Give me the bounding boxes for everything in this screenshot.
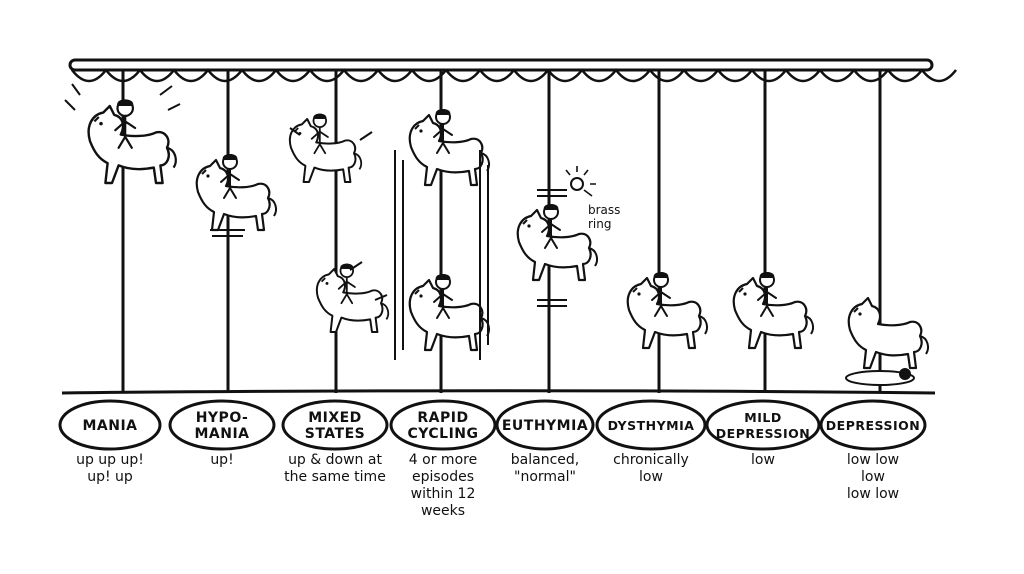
fallen-rider-figure	[845, 368, 915, 386]
state-label: EUTHYMIA	[502, 418, 588, 434]
state-label: DEPRESSION	[826, 418, 920, 433]
description-line: up & down at	[288, 452, 382, 468]
description-line: low	[751, 452, 775, 468]
carousel-canopy	[68, 58, 957, 83]
description-line: chronically	[613, 452, 689, 468]
state-label: HYPO-	[196, 410, 249, 426]
state-label: MANIA	[194, 426, 249, 442]
carousel-horse	[315, 262, 390, 333]
state-label: STATES	[305, 426, 366, 442]
carousel-horse	[87, 98, 178, 185]
state-oval-mania: MANIA	[58, 399, 162, 451]
state-oval-depression: DEPRESSION	[819, 399, 927, 451]
carousel-horse	[288, 112, 363, 183]
canopy-scallops	[71, 69, 957, 83]
carousel-horse	[516, 203, 599, 282]
description-line: the same time	[284, 469, 386, 485]
carousel-horse	[195, 153, 278, 232]
description-line: weeks	[420, 503, 466, 519]
description-line: low low	[846, 452, 900, 468]
state-label: MANIA	[82, 418, 137, 434]
description-line: 4 or more	[408, 452, 478, 468]
state-label: DEPRESSION	[716, 426, 810, 441]
state-description-hypomania: up!	[152, 452, 292, 469]
brass-ring-icon	[565, 166, 596, 197]
carousel-horse	[408, 273, 491, 352]
description-line: "normal"	[514, 469, 576, 485]
brass-ring-text-1: brass	[588, 203, 621, 217]
description-line: episodes	[411, 469, 475, 485]
state-description-euthymia: balanced,"normal"	[475, 452, 615, 486]
state-description-mania: up up up!up! up	[40, 452, 180, 486]
state-oval-dysthymia: DYSTHYMIA	[595, 399, 707, 451]
motion-lines	[64, 83, 567, 360]
carousel-horses	[87, 98, 930, 386]
state-label: RAPID	[417, 410, 468, 426]
carousel-poles	[121, 70, 882, 393]
description-line: low low	[846, 486, 900, 502]
state-label: DYSTHYMIA	[608, 418, 695, 433]
carousel-horse	[626, 271, 709, 350]
description-line: low	[639, 469, 663, 485]
state-label: MIXED	[308, 410, 362, 426]
description-line: up!	[210, 452, 234, 468]
description-line: within 12	[410, 486, 476, 502]
brass-ring-text-2: ring	[588, 217, 612, 231]
carousel-horse	[847, 296, 930, 370]
state-label: CYCLING	[407, 426, 478, 442]
state-oval-hypomania: HYPO-MANIA	[168, 399, 276, 451]
description-line: up up up!	[76, 452, 144, 468]
description-line: up! up	[87, 469, 133, 485]
description-line: low	[861, 469, 885, 485]
carousel-floor	[61, 389, 936, 395]
carousel-horse	[732, 271, 815, 350]
carousel-horse	[408, 108, 491, 187]
state-description-mild-depression: low	[693, 452, 833, 469]
state-label: MILD	[744, 410, 781, 425]
description-line: balanced,	[510, 452, 580, 468]
state-oval-euthymia: EUTHYMIA	[495, 399, 595, 451]
brass-ring-annotation: brass ring	[588, 203, 620, 231]
